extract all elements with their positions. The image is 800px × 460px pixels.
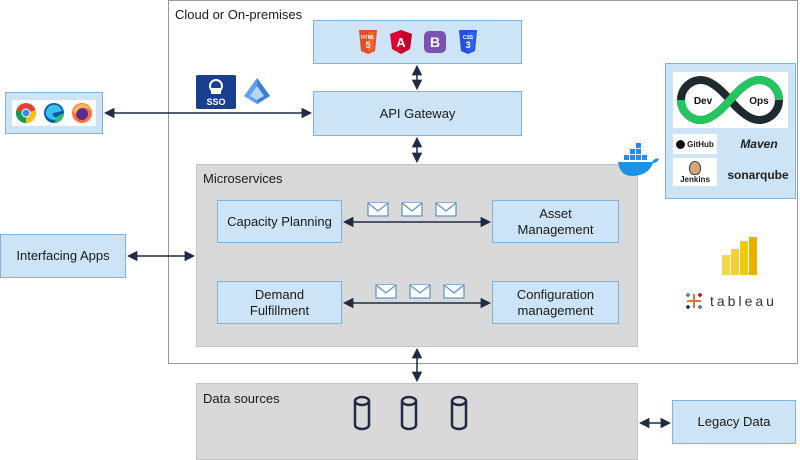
github-logo: GitHub	[673, 134, 717, 154]
angular-text: A	[396, 35, 406, 50]
configuration-management-box: Configuration management	[492, 281, 619, 324]
sso-icon: SSO	[196, 75, 236, 109]
tableau-text: tableau	[710, 293, 777, 309]
bootstrap-icon: B	[423, 31, 446, 53]
capacity-planning-box: Capacity Planning	[217, 200, 342, 243]
interfacing-apps-box: Interfacing Apps	[0, 234, 126, 278]
devops-ops-text: Ops	[749, 96, 769, 107]
powerbi-icon	[722, 237, 757, 275]
asset-management-label: Asset Management	[517, 205, 594, 237]
message-icon	[367, 202, 389, 217]
message-icon	[375, 284, 397, 299]
sonarqube-logo: sonarqube	[725, 165, 791, 185]
jenkins-icon	[689, 160, 701, 175]
data-sources-title: Data sources	[203, 391, 280, 406]
capacity-planning-label: Capacity Planning	[227, 213, 332, 229]
legacy-data-label: Legacy Data	[697, 414, 771, 429]
docker-icon	[618, 143, 659, 176]
legacy-data-box: Legacy Data	[672, 400, 796, 444]
interfacing-apps-label: Interfacing Apps	[16, 248, 110, 263]
azure-ad-icon	[244, 78, 270, 104]
configuration-management-label: Configuration management	[516, 286, 595, 318]
css3-text: CSS	[462, 35, 473, 41]
message-icon	[401, 202, 423, 217]
github-icon	[676, 139, 686, 149]
maven-logo: Maven	[733, 134, 785, 154]
frontend-box: HTML 5 A B CSS 3	[313, 20, 522, 64]
message-icon	[435, 202, 457, 217]
database-icon-1	[353, 395, 371, 431]
tableau-icon	[686, 293, 702, 309]
jenkins-logo: Jenkins	[673, 158, 717, 186]
maven-text: Maven	[740, 137, 778, 151]
jenkins-text: Jenkins	[680, 174, 710, 184]
demand-fulfillment-label: Demand Fulfillment	[249, 286, 310, 318]
bootstrap-text: B	[429, 34, 439, 50]
database-icons	[353, 395, 468, 431]
message-icon	[409, 284, 431, 299]
sso-text: SSO	[206, 97, 225, 107]
css3-icon: CSS 3	[458, 30, 477, 54]
svg-text:5: 5	[365, 40, 370, 50]
asset-management-box: Asset Management	[492, 200, 619, 243]
cloud-title: Cloud or On-premises	[175, 7, 303, 22]
devops-dev-text: Dev	[694, 96, 713, 107]
chrome-icon	[16, 103, 36, 123]
api-gateway-label: API Gateway	[379, 105, 456, 121]
microservices-title: Microservices	[203, 171, 283, 186]
browsers-box	[5, 92, 103, 134]
tableau-logo: tableau	[684, 290, 794, 312]
devops-logo: Dev Ops	[673, 72, 788, 128]
message-icon	[443, 284, 465, 299]
html5-icon: HTML 5	[358, 30, 377, 54]
api-gateway-box: API Gateway	[313, 91, 522, 136]
edge-icon	[44, 103, 64, 123]
html5-text: HTML	[361, 35, 375, 41]
sonarqube-text: sonarqube	[727, 168, 789, 182]
database-icon-2	[400, 395, 418, 431]
firefox-icon	[72, 103, 92, 123]
demand-fulfillment-box: Demand Fulfillment	[217, 281, 342, 324]
svg-text:3: 3	[465, 40, 470, 50]
database-icon-3	[450, 395, 468, 431]
github-text: GitHub	[687, 139, 714, 149]
angular-icon: A	[389, 30, 412, 54]
